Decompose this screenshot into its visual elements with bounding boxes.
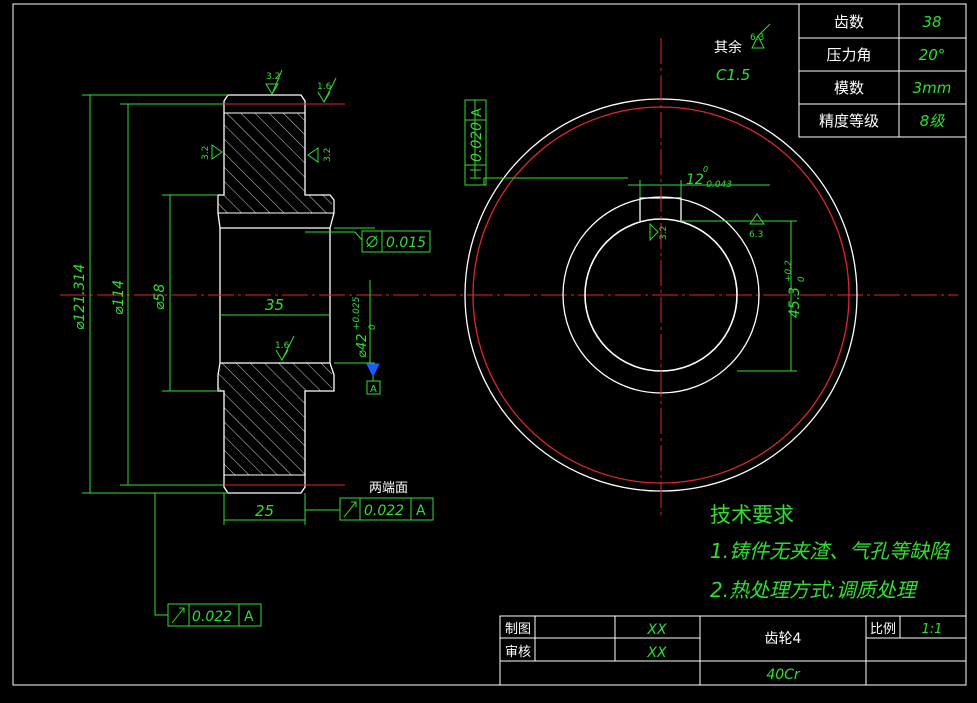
end-face-label: 两端面	[369, 481, 408, 496]
checked-by-value: XX	[646, 645, 667, 661]
dim-bore-diameter: ⌀42	[355, 334, 370, 358]
datum-label: A	[370, 384, 377, 395]
param-module-label: 模数	[834, 79, 864, 97]
keyway-depth: 45.3	[787, 287, 803, 318]
roughness-left-value: 3.2	[201, 146, 211, 160]
dim-hub-diameter: ⌀58	[152, 284, 168, 310]
cylindricity-frame	[361, 230, 431, 253]
tech-requirements-title: 技术要求	[710, 503, 794, 527]
hatch-lower-rim	[224, 391, 305, 475]
roughness-left-icon	[211, 144, 223, 160]
hatch-upper-rim	[224, 113, 305, 195]
datum-box	[366, 380, 381, 395]
param-teeth-value: 38	[922, 13, 941, 31]
keyway-depth-tol-upper: +0.2	[784, 260, 794, 282]
roughness-keyway-side-icon	[649, 222, 659, 242]
parallel-frame	[464, 99, 487, 186]
parallel-datum: A	[470, 108, 485, 117]
front-view	[464, 38, 858, 515]
section-dimensions	[82, 94, 375, 616]
radial-runout-arrow-icon	[171, 607, 185, 624]
drawn-by-label: 制图	[505, 622, 531, 637]
roughness-bore-value: 1.6	[275, 341, 290, 351]
material: 40Cr	[766, 667, 801, 683]
param-table: 齿数 38 压力角 20° 模数 3mm 精度等级 8级	[798, 3, 967, 138]
param-module-value: 3mm	[913, 79, 952, 97]
tech-requirement-1: 1.铸件无夹渣、气孔等缺陷	[710, 539, 951, 563]
title-block: 制图 审核 XX XX 齿轮4 比例 1:1 40Cr	[499, 615, 967, 686]
dim-tip-diameter: ⌀121.314	[72, 264, 88, 330]
other-surfaces-label: 其余	[714, 39, 742, 56]
param-accuracy-value: 8级	[920, 112, 946, 130]
bore-tol-upper: +0.025	[352, 296, 362, 330]
tech-requirements: 技术要求 1.铸件无夹渣、气孔等缺陷 2.热处理方式:调质处理	[710, 503, 951, 602]
radial-runout-tolerance: 0.022	[192, 609, 232, 625]
roughness-right-icon	[307, 147, 319, 163]
tech-requirement-2: 2.热处理方式:调质处理	[710, 578, 919, 602]
radial-runout-frame	[167, 603, 262, 627]
roughness-right-value: 3.2	[323, 148, 333, 162]
cylindricity-icon	[366, 236, 378, 247]
dim-hub-length: 35	[265, 296, 284, 314]
dim-gear-width: 25	[255, 502, 274, 520]
other-surfaces-note: 其余 6.3 C1.5	[714, 23, 771, 84]
section-dim-text: ⌀121.314 ⌀114 ⌀58 35 25 ⌀42 +0.025 0 3.2…	[72, 69, 434, 627]
roughness-top-icon	[265, 69, 283, 95]
dim-root-diameter: ⌀114	[111, 280, 127, 315]
front-dim-text: 12 0 -0.043 45.3 +0.2 0 3.2 6.3 0.020 A	[464, 99, 807, 318]
keyway-depth-tol-lower: 0	[797, 276, 807, 282]
bore-tol-lower: 0	[368, 324, 378, 330]
param-pressure-angle-label: 压力角	[826, 46, 871, 64]
hatch-lower-hub	[218, 363, 332, 391]
param-accuracy-label: 精度等级	[819, 112, 879, 130]
drawing-frame	[12, 3, 967, 686]
section-outline-upper	[217, 94, 335, 229]
keyway-tol-lower: -0.043	[703, 180, 732, 190]
roughness-symbol-icon	[751, 23, 771, 49]
endface-runout-tolerance: 0.022	[364, 503, 404, 519]
checked-by-label: 审核	[505, 645, 531, 660]
roughness-bore-icon	[275, 335, 295, 361]
endface-runout-frame	[339, 497, 434, 521]
other-roughness-value: 6.3	[750, 33, 764, 43]
param-teeth-label: 齿数	[834, 13, 864, 31]
runout-arrow-icon	[343, 501, 357, 518]
datum-triangle-icon	[366, 363, 380, 378]
cylindricity-tolerance: 0.015	[386, 235, 426, 251]
scale-value: 1:1	[922, 622, 943, 637]
roughness-top-right-value: 1.6	[317, 82, 332, 92]
roughness-keyway-top-icon	[749, 213, 765, 225]
endface-runout-datum: A	[416, 503, 426, 519]
part-name: 齿轮4	[765, 631, 802, 647]
scale-label: 比例	[870, 622, 896, 637]
roughness-keyway-side-value: 3.2	[659, 226, 669, 240]
title-block-frame	[499, 615, 967, 686]
param-pressure-angle-value: 20°	[919, 46, 946, 64]
roughness-keyway-top-value: 6.3	[749, 230, 763, 240]
radial-runout-datum: A	[244, 609, 254, 625]
hatch-upper-hub	[218, 195, 332, 213]
roughness-top-value: 3.2	[266, 72, 280, 82]
section-view	[60, 94, 958, 494]
roughness-top-right-icon	[317, 77, 337, 103]
keyway-tol-upper: 0	[703, 165, 708, 174]
keyway-width: 12	[686, 172, 704, 188]
drawn-by-value: XX	[646, 622, 667, 638]
front-dimensions	[474, 100, 797, 372]
parallel-tolerance: 0.020	[469, 122, 485, 162]
chamfer-note: C1.5	[716, 66, 750, 84]
